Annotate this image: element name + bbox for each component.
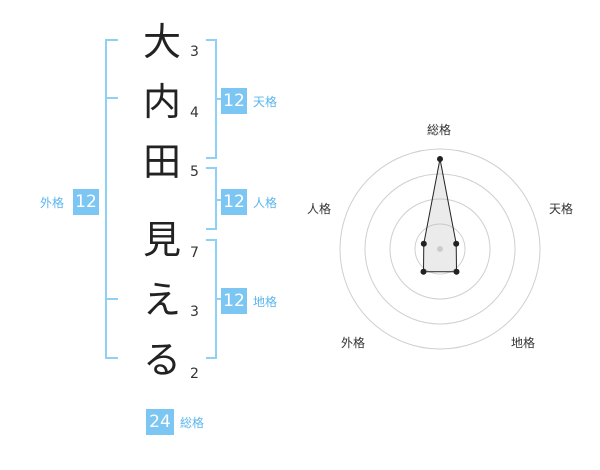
name-char-1: 大 [142,20,181,64]
tenkaku-label: 天格 [253,95,278,109]
radar-ring [414,223,466,275]
radar-ring [364,173,516,325]
radar-label-soukaku: 総格 [427,123,452,137]
radar-polygon [422,158,458,273]
radar-ring [389,198,491,300]
radar-point-5 [420,240,427,247]
radar-point-3 [453,268,460,275]
radar-label-tenkaku: 天格 [549,202,574,216]
jinkaku-bracket [206,167,217,230]
gaikaku-bracket [105,39,118,359]
stroke-count-2: 4 [190,105,199,121]
radar-label-gaikaku: 外格 [341,336,366,350]
stroke-count-1: 3 [190,44,199,60]
radar-label-chikaku: 地格 [511,336,536,350]
gaikaku-value-badge: 12 [73,189,99,215]
radar-point-2 [453,240,460,247]
name-char-2: 内 [142,80,181,124]
name-char-6: る [142,338,181,382]
radar-ring [339,148,541,350]
stroke-count-6: 2 [190,366,199,382]
tenkaku-value-badge: 12 [221,88,247,114]
stroke-count-4: 7 [190,245,199,261]
stroke-count-5: 3 [190,304,199,320]
gaikaku-label: 外格 [40,196,65,210]
name-char-3: 田 [142,140,181,184]
radar-point-1 [437,156,443,162]
name-char-4: 見 [142,218,181,262]
jinkaku-label: 人格 [253,196,278,210]
chikaku-value-badge: 12 [221,288,247,314]
radar-center [437,246,443,252]
radar-label-jinkaku: 人格 [307,202,332,216]
chikaku-label: 地格 [253,295,278,309]
radar-point-4 [420,268,427,275]
name-char-5: え [142,278,181,322]
soukaku-label: 総格 [180,416,205,430]
soukaku-value-badge: 24 [146,409,174,435]
stroke-count-3: 5 [190,164,199,180]
jinkaku-value-badge: 12 [221,189,247,215]
